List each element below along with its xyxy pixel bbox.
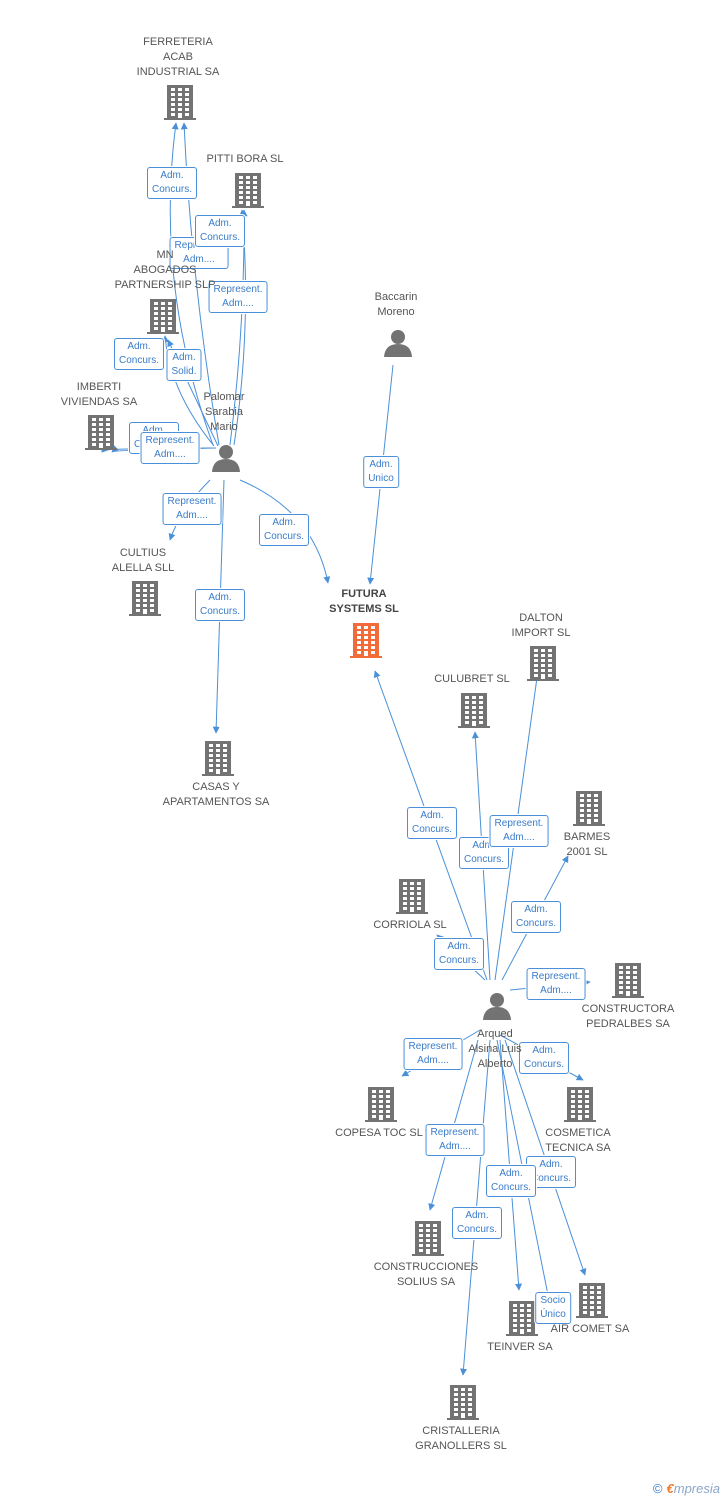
building-icon-dalton[interactable] — [527, 646, 559, 681]
node-label-cristalleria[interactable]: CRISTALLERIA GRANOLLERS SL — [415, 1425, 507, 1452]
building-icon-teinver[interactable] — [506, 1301, 538, 1336]
node-label-cultius[interactable]: CULTIUS ALELLA SLL — [111, 547, 175, 574]
node-label-imberti[interactable]: IMBERTI VIVIENDAS SA — [60, 381, 138, 408]
edge-label-arqued-futura[interactable]: Adm. Concurs. — [406, 807, 458, 839]
edge-label-palomar-mnl[interactable]: Adm. Solid. — [166, 349, 202, 381]
edge-label-arqued-dalton[interactable]: Represent. Adm.... — [489, 815, 549, 847]
building-icon-cultius[interactable] — [129, 581, 161, 616]
node-label-corriola[interactable]: CORRIOLA SL — [373, 919, 447, 931]
building-icon-ferreteria[interactable] — [164, 85, 196, 120]
node-label-culubret[interactable]: CULUBRET SL — [434, 673, 510, 685]
node-label-pitti[interactable]: PITTI BORA SL — [206, 153, 284, 165]
node-label-ferreteria[interactable]: FERRETERIA ACAB INDUSTRIAL SA — [136, 36, 220, 78]
node-label-mnl[interactable]: MN ABOGADOS PARTNERSHIP SLP — [114, 249, 216, 291]
node-label-teinver[interactable]: TEINVER SA — [487, 1341, 553, 1353]
building-icon-copesa[interactable] — [365, 1087, 397, 1122]
edge-label-palomar-pitti[interactable]: Represent. Adm.... — [208, 281, 268, 313]
copyright-symbol: © — [652, 1481, 663, 1496]
building-icon-cristalleria[interactable] — [447, 1385, 479, 1420]
edge-label-palomar-pitti[interactable]: Adm. Concurs. — [194, 215, 246, 247]
edge-label-arqued-corriola[interactable]: Adm. Concurs. — [433, 938, 485, 970]
node-label-palomar[interactable]: Palomar Sarabia Mario — [203, 391, 245, 433]
node-label-futura[interactable]: FUTURA SYSTEMS SL — [329, 588, 399, 615]
person-icon-arqued[interactable] — [483, 993, 511, 1020]
edge-label-palomar-casas[interactable]: Adm. Concurs. — [194, 589, 246, 621]
empresia-logo-mark: € — [666, 1481, 674, 1496]
node-label-barmes[interactable]: BARMES 2001 SL — [563, 831, 611, 858]
building-icon-culubret[interactable] — [458, 693, 490, 728]
building-icon-corriola[interactable] — [396, 879, 428, 914]
node-label-copesa[interactable]: COPESA TOC SL — [335, 1127, 423, 1139]
edge-palomar-to-ferreteria — [169, 122, 214, 446]
building-icon-futura[interactable] — [350, 623, 382, 658]
node-label-arqued[interactable]: Arqued Alsina Luis Alberto — [468, 1028, 522, 1070]
edge-label-arqued-barmes[interactable]: Adm. Concurs. — [510, 901, 562, 933]
node-label-aircomet[interactable]: AIR COMET SA — [550, 1323, 630, 1335]
edge-label-palomar-imberti[interactable]: Represent. Adm.... — [140, 432, 200, 464]
edge-label-arqued-teinver[interactable]: Adm. Concurs. — [485, 1165, 537, 1197]
edge-label-arqued-construcciones[interactable]: Represent. Adm.... — [425, 1124, 485, 1156]
node-label-casas[interactable]: CASAS Y APARTAMENTOS SA — [162, 781, 270, 808]
empresia-watermark[interactable]: ©€mpresia — [653, 1481, 720, 1496]
person-icon-palomar[interactable] — [212, 445, 240, 472]
building-icon-aircomet[interactable] — [576, 1283, 608, 1318]
person-icon-baccarin[interactable] — [384, 330, 412, 357]
building-icon-mnl[interactable] — [147, 299, 179, 334]
edge-label-arqued-constructora[interactable]: Represent. Adm.... — [526, 968, 586, 1000]
node-label-construcciones[interactable]: CONSTRUCCIONES SOLIUS SA — [373, 1261, 479, 1288]
edge-label-arqued-copesa[interactable]: Represent. Adm.... — [403, 1038, 463, 1070]
building-icon-imberti[interactable] — [85, 415, 117, 450]
node-label-constructora[interactable]: CONSTRUCTORA PEDRALBES SA — [581, 1003, 675, 1030]
building-icon-casas[interactable] — [202, 741, 234, 776]
edge-label-palomar-ferreteria[interactable]: Adm. Concurs. — [146, 167, 198, 199]
edge-label-arqued-cosmetica[interactable]: Adm. Concurs. — [518, 1042, 570, 1074]
node-label-dalton[interactable]: DALTON IMPORT SL — [511, 612, 571, 639]
edge-label-palomar-futura[interactable]: Adm. Concurs. — [258, 514, 310, 546]
building-icon-construcciones[interactable] — [412, 1221, 444, 1256]
building-icon-cosmetica[interactable] — [564, 1087, 596, 1122]
edge-palomar-to-mnl — [162, 335, 215, 447]
empresia-logo-text: mpresia — [673, 1481, 720, 1496]
edge-label-baccarin-futura[interactable]: Adm. Unico — [363, 456, 399, 488]
edge-label-palomar-cultius[interactable]: Represent. Adm.... — [162, 493, 222, 525]
node-label-cosmetica[interactable]: COSMETICA TECNICA SA — [545, 1127, 611, 1154]
building-icon-constructora[interactable] — [612, 963, 644, 998]
edge-palomar-to-ferreteria — [180, 122, 220, 446]
nodes-layer — [85, 85, 644, 1420]
building-icon-pitti[interactable] — [232, 173, 264, 208]
edge-label-palomar-mnl[interactable]: Adm. Concurs. — [113, 338, 165, 370]
building-icon-barmes[interactable] — [573, 791, 605, 826]
node-label-baccarin[interactable]: Baccarin Moreno — [374, 291, 418, 318]
edge-label-arqued-teinver[interactable]: Socio Único — [535, 1292, 571, 1324]
edge-label-arqued-cristalleria[interactable]: Adm. Concurs. — [451, 1207, 503, 1239]
